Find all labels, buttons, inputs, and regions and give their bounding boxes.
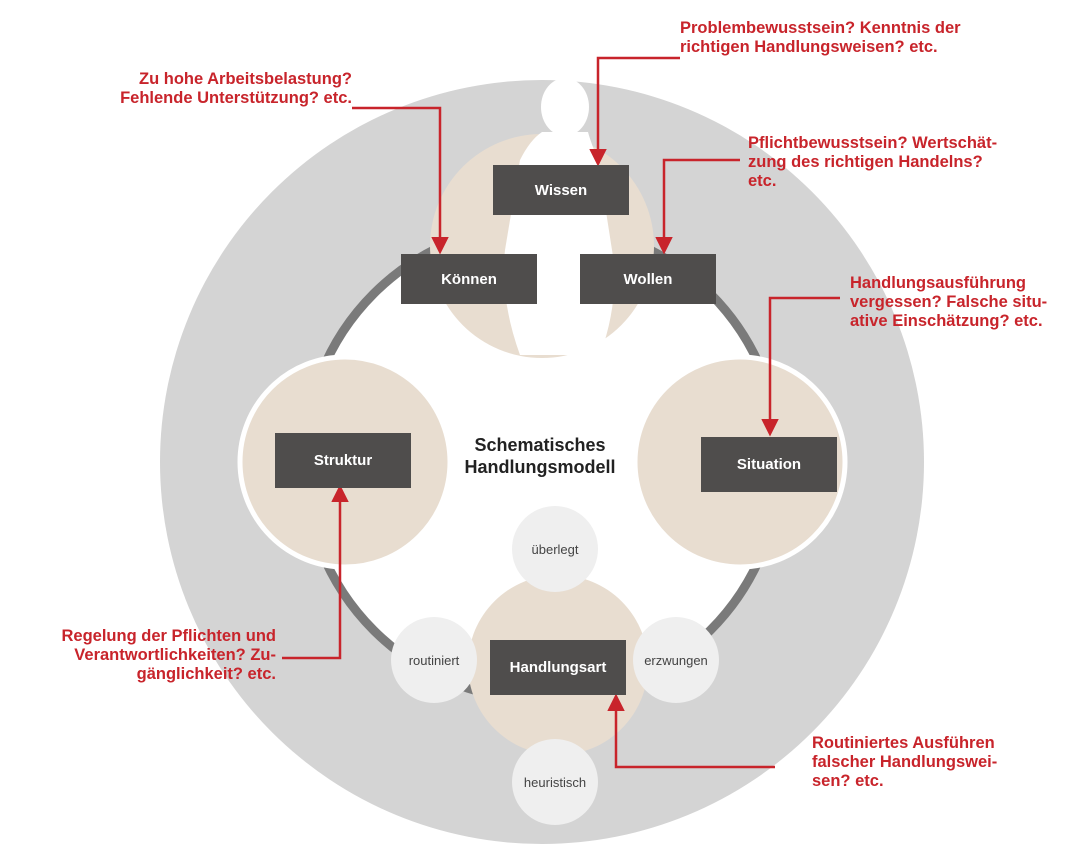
arrow-situation: [761, 296, 840, 437]
arrow-koennen: [352, 106, 449, 255]
arrow-wissen: [589, 56, 680, 167]
type-heuristisch: heuristisch: [512, 739, 598, 825]
box-wissen: Wissen: [493, 165, 629, 215]
inner-area: [304, 224, 780, 700]
arrow-handlungsart: [607, 693, 775, 769]
box-handlungsart: Handlungsart: [490, 640, 626, 695]
note-wissen: Problembewusstsein? Kenntnis der richtig…: [680, 19, 961, 56]
note-wollen: Pflichtbewusstsein? Wertschät- zung des …: [748, 134, 998, 190]
type-routiniert: routiniert: [391, 617, 477, 703]
note-struktur: Regelung der Pflichten und Verantwortlic…: [61, 627, 276, 683]
type-ueberlegt: überlegt: [512, 506, 598, 592]
arrow-wollen: [655, 158, 740, 255]
arrow-struktur: [282, 484, 349, 660]
box-struktur: Struktur: [275, 433, 411, 488]
center-title: Schematisches Handlungsmodell: [464, 435, 616, 477]
note-situation: Handlungsausführung vergessen? Falsche s…: [850, 274, 1048, 330]
note-koennen: Zu hohe Arbeitsbelastung? Fehlende Unter…: [120, 70, 352, 107]
box-koennen: Können: [401, 254, 537, 304]
box-wollen: Wollen: [580, 254, 716, 304]
note-handlungsart: Routiniertes Ausführen falscher Handlung…: [812, 734, 998, 790]
type-erzwungen: erzwungen: [633, 617, 719, 703]
box-situation: Situation: [701, 437, 837, 492]
